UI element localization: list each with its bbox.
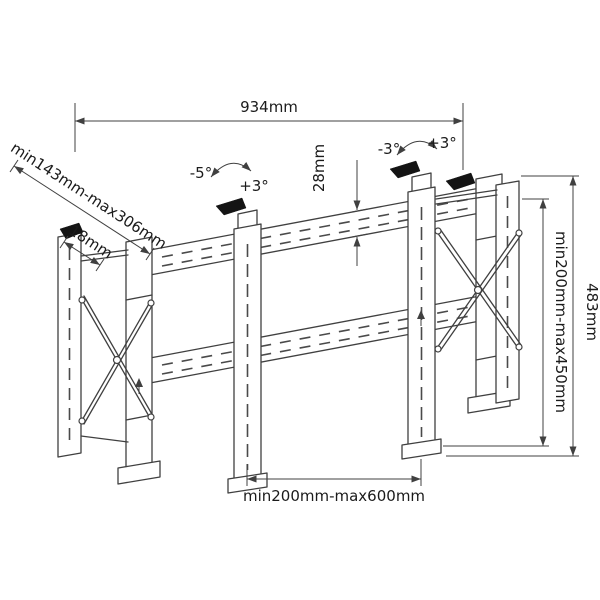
- dimension-rail-height: 28mm: [310, 144, 369, 266]
- extension-tick: [59, 235, 69, 249]
- extension-tick: [95, 258, 105, 272]
- upright-seam: [125, 294, 153, 301]
- top-link-arm: [435, 189, 498, 200]
- pivot-joint: [434, 227, 442, 235]
- width-range-label: min200mm-max600mm: [243, 487, 425, 505]
- tilt-left-up-label: +3°: [239, 177, 269, 195]
- dimension-height-range: min200mm-max450mm: [443, 198, 570, 447]
- top-link-arm: [435, 194, 498, 205]
- dimension-width-range: min200mm-max600mm: [243, 459, 425, 505]
- up-arrow-icon: [417, 310, 425, 326]
- tilt-lock-lever: [389, 160, 421, 179]
- tilt-lock-lever: [445, 172, 476, 191]
- front-bar: [57, 232, 82, 458]
- pivot-joint: [147, 299, 155, 307]
- right-extension-arms: [434, 172, 523, 404]
- scissor-arm: [83, 303, 154, 425]
- tilt-lock-lever: [215, 197, 247, 216]
- bracket-foot: [401, 438, 442, 460]
- front-bar: [495, 180, 520, 404]
- rail-height-label: 28mm: [310, 144, 328, 192]
- height-range-label: min200mm-max450mm: [552, 231, 570, 413]
- tilt-arc: [210, 162, 252, 178]
- upright-face: [125, 236, 153, 478]
- pivot-joint: [78, 417, 86, 425]
- extension-tick: [145, 247, 155, 261]
- pivot-joint: [473, 285, 483, 295]
- tilt-right-down-label: -3°: [378, 140, 400, 158]
- extension-line: [351, 208, 369, 213]
- tilt-right-up-label: +3°: [427, 134, 457, 152]
- extension-tick: [9, 159, 19, 173]
- width-top-label: 934mm: [240, 98, 298, 116]
- pivot-joint: [112, 355, 122, 365]
- pivot-joint: [434, 345, 442, 353]
- tilt-arc: [396, 140, 438, 156]
- total-height-label: 483mm: [583, 283, 600, 341]
- pivot-joint: [78, 296, 86, 304]
- dimension-total-height: 483mm: [446, 175, 600, 457]
- upright-foot: [117, 460, 161, 485]
- dimension-width-top: 934mm: [74, 98, 464, 170]
- tilt-annotation-left: -5° +3°: [190, 162, 269, 195]
- tv-bracket-right: [389, 160, 442, 460]
- pivot-joint: [515, 229, 523, 237]
- tilt-annotation-right: -3° +3°: [378, 134, 457, 158]
- bottom-link-arm: [80, 435, 129, 443]
- pivot-joint: [515, 343, 523, 351]
- pivot-joint: [147, 413, 155, 421]
- left-extension-arms: [57, 222, 155, 458]
- dimension-line: [13, 165, 151, 255]
- tilt-left-down-label: -5°: [190, 164, 212, 182]
- dimension-line: [63, 241, 101, 266]
- extension-line: [351, 233, 369, 238]
- mount-drawing: [57, 160, 523, 494]
- left-end-bracket: [117, 236, 161, 485]
